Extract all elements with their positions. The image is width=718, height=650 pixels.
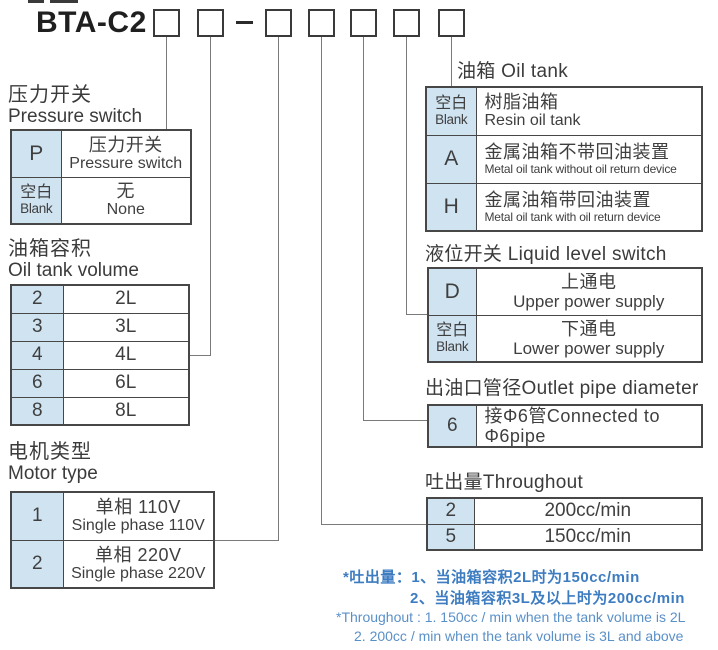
- connector-pressure-switch: [166, 37, 167, 129]
- connector-motor-type: [215, 540, 279, 541]
- code-box-2: [197, 9, 224, 37]
- liquid-level-switch-label: 液位开关 Liquid level switch: [425, 244, 667, 265]
- liquid-level-switch-table: D 上通电 Upper power supply 空白 Blank 下通电 Lo…: [427, 267, 703, 363]
- value-cell: 4L: [62, 340, 190, 370]
- oil-tank-table: 空白 Blank 树脂油箱 Resin oil tank A 金属油箱不带回油装…: [425, 86, 703, 232]
- oil-tank-volume-table: 2 2L 3 3L 4 4L 6 6L 8 8L: [10, 284, 190, 426]
- value-cell: 接Φ6管Connected to Φ6pipe: [475, 404, 703, 448]
- oil-tank-volume-label: 油箱容积 Oil tank volume: [8, 238, 139, 281]
- value-cell: 单相 110V Single phase 110V: [62, 491, 215, 541]
- connector-oil-tank-volume: [210, 37, 211, 355]
- value-cell: 3L: [62, 312, 190, 342]
- connector-outlet-pipe: [363, 37, 364, 420]
- dash-separator: [236, 21, 253, 24]
- value-cell: 金属油箱不带回油装置 Metal oil tank without oil re…: [475, 134, 703, 184]
- connector-oil-tank-volume: [190, 355, 211, 356]
- key-cell: 6: [427, 404, 477, 448]
- value-cell: 压力开关 Pressure switch: [60, 129, 192, 178]
- throughput-label: 吐出量Throughout: [425, 472, 584, 493]
- key-cell: 空白 Blank: [10, 176, 62, 225]
- value-cell: 6L: [62, 368, 190, 398]
- value-cell: 200cc/min: [473, 497, 703, 525]
- key-cell: 1: [10, 491, 64, 541]
- value-cell: 金属油箱带回油装置 Metal oil tank with oil return…: [475, 182, 703, 232]
- connector-oil-tank: [451, 37, 452, 86]
- code-box-4: [308, 9, 335, 37]
- key-cell: 空白 Blank: [425, 86, 477, 136]
- code-box-3: [265, 9, 292, 37]
- footnote-en-2: 2. 200cc / min when the tank volume is 3…: [354, 628, 684, 644]
- value-cell: 单相 220V Single phase 220V: [62, 539, 215, 589]
- value-cell: 无 None: [60, 176, 192, 225]
- key-cell: P: [10, 129, 62, 178]
- key-cell: 3: [10, 312, 64, 342]
- oil-tank-label: 油箱 Oil tank: [457, 61, 568, 82]
- code-box-7: [438, 9, 465, 37]
- key-cell: 6: [10, 368, 64, 398]
- key-cell: H: [425, 182, 477, 232]
- value-cell: 下通电 Lower power supply: [475, 314, 703, 363]
- key-cell: D: [427, 267, 477, 316]
- connector-liquid-level: [406, 37, 407, 314]
- value-cell: 上通电 Upper power supply: [475, 267, 703, 316]
- footnote-zh-1: *吐出量：1、当油箱容积2L时为150cc/min: [343, 569, 640, 586]
- connector-throughput: [321, 37, 322, 524]
- motor-type-label: 电机类型 Motor type: [8, 441, 98, 484]
- code-box-5: [350, 9, 377, 37]
- pressure-switch-table: P 压力开关 Pressure switch 空白 Blank 无 None: [10, 129, 192, 225]
- motor-type-table: 1 单相 110V Single phase 110V 2 单相 220V Si…: [10, 491, 215, 589]
- footnote-zh-2: 2、当油箱容积3L及以上时为200cc/min: [410, 590, 685, 607]
- throughput-table: 2 200cc/min 5 150cc/min: [426, 497, 703, 551]
- key-cell: 空白 Blank: [427, 314, 477, 363]
- key-cell: 2: [10, 539, 64, 589]
- value-cell: 150cc/min: [473, 523, 703, 551]
- connector-liquid-level: [406, 314, 427, 315]
- crop-artifact: [50, 0, 78, 3]
- outlet-pipe-diameter-label: 出油口管径Outlet pipe diameter: [425, 378, 699, 399]
- connector-outlet-pipe: [363, 420, 427, 421]
- connector-motor-type: [278, 37, 279, 540]
- value-cell: 8L: [62, 396, 190, 426]
- outlet-pipe-diameter-table: 6 接Φ6管Connected to Φ6pipe: [427, 404, 703, 448]
- code-box-1: [153, 9, 180, 37]
- crop-artifact: [28, 0, 44, 3]
- key-cell: 8: [10, 396, 64, 426]
- key-cell: 5: [426, 523, 475, 551]
- footnote-en-1: *Throughout : 1. 150cc / min when the ta…: [336, 609, 686, 625]
- key-cell: 4: [10, 340, 64, 370]
- key-cell: A: [425, 134, 477, 184]
- code-box-6: [393, 9, 420, 37]
- value-cell: 2L: [62, 284, 190, 314]
- model-prefix: BTA-C2: [36, 6, 147, 39]
- connector-throughput: [321, 524, 426, 525]
- key-cell: 2: [10, 284, 64, 314]
- key-cell: 2: [426, 497, 475, 525]
- pressure-switch-label: 压力开关 Pressure switch: [8, 84, 143, 127]
- value-cell: 树脂油箱 Resin oil tank: [475, 86, 703, 136]
